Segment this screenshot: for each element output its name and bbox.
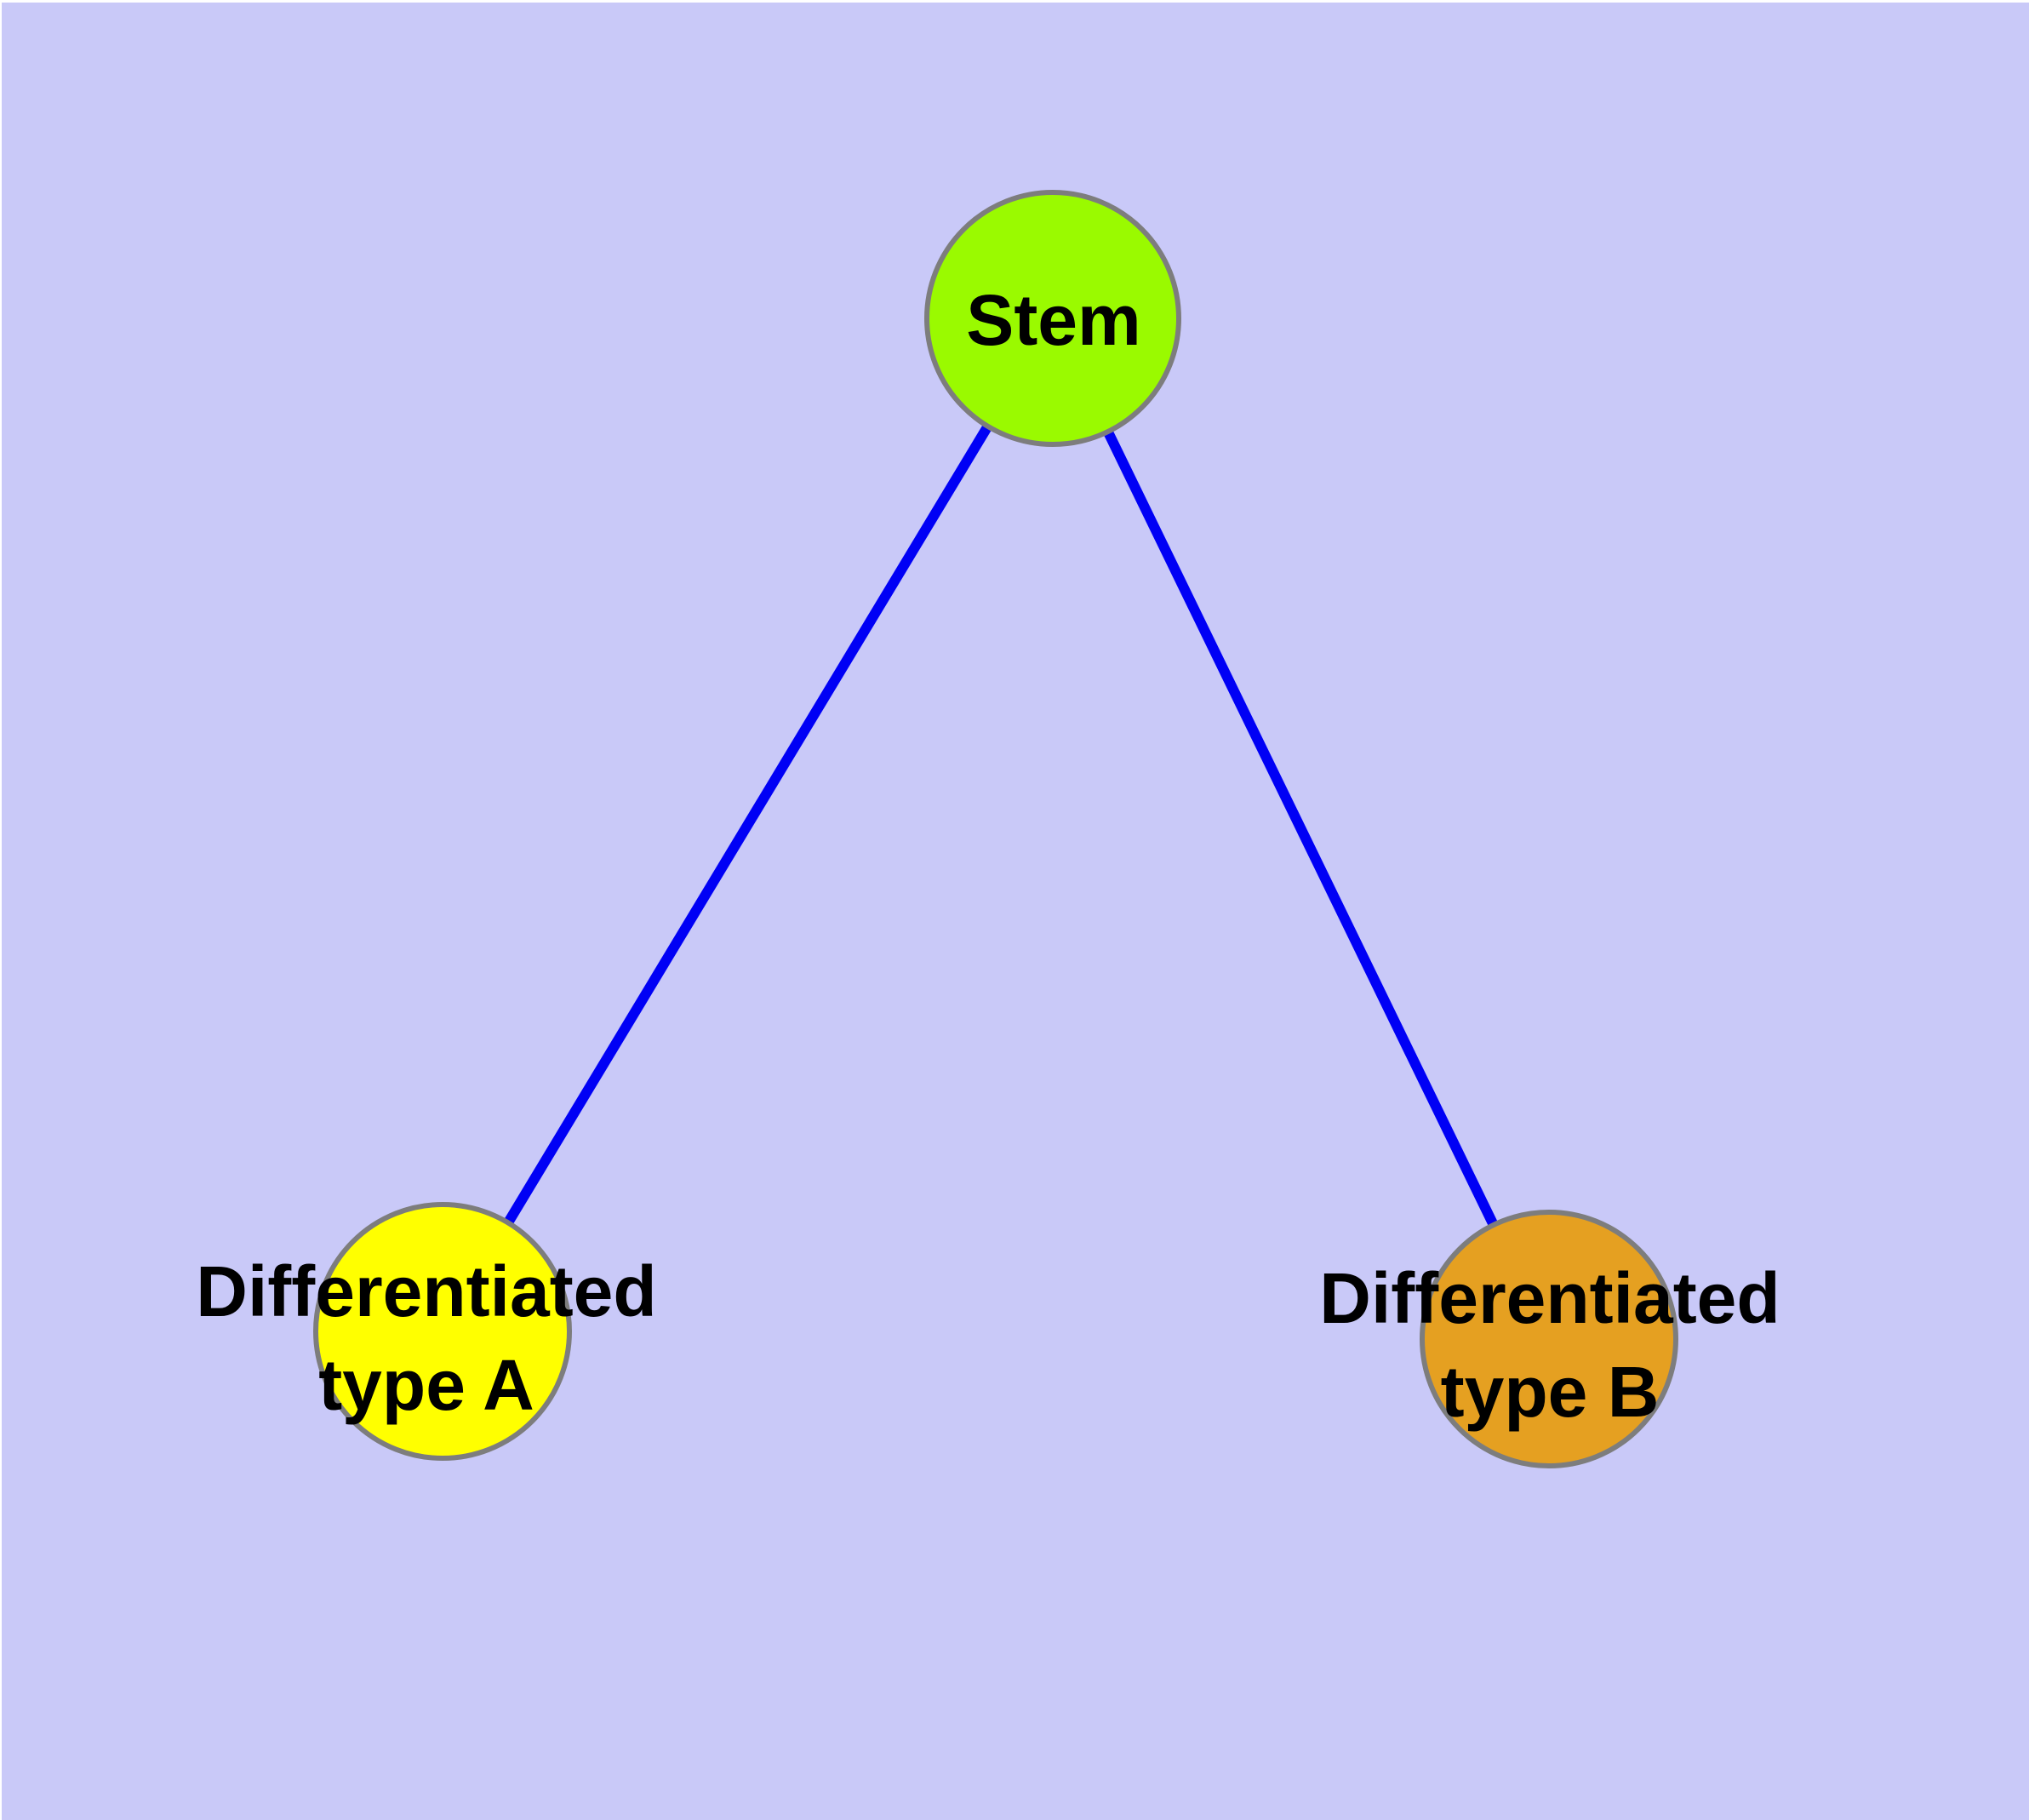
node-stem [924, 190, 1181, 447]
node-stem-label: Stem [966, 273, 1140, 367]
node-type-a-label-line-1: Differentiated [196, 1251, 657, 1331]
node-type-b-label-line-2: type B [1440, 1352, 1660, 1432]
node-differentiated-type-a [313, 1202, 572, 1461]
node-type-a-label-line-2: type A [318, 1345, 534, 1425]
node-differentiated-type-b [1420, 1210, 1678, 1468]
node-type-b-label-line-1: Differentiated [1319, 1258, 1780, 1338]
node-type-b-label: Differentiated type B [1319, 1251, 1780, 1439]
node-type-a-label: Differentiated type A [196, 1245, 656, 1432]
node-stem-label-line: Stem [966, 280, 1141, 360]
